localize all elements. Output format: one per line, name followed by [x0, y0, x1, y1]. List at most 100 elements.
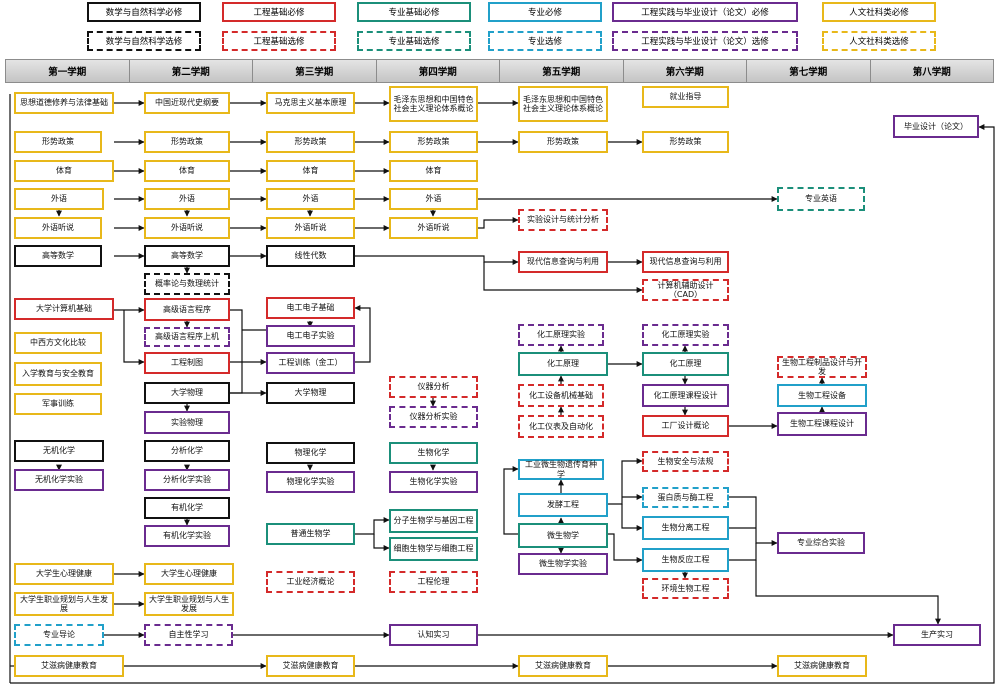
legend-humanities-elective: 人文社科类选修 [822, 31, 936, 51]
course-xingshi-6: 形势政策 [642, 131, 729, 153]
legend-math-elective: 数学与自然科学选修 [87, 31, 201, 51]
course-zhiye-1: 大学生职业规划与人生发展 [14, 592, 114, 616]
course-xianxing: 线性代数 [266, 245, 355, 267]
course-gaoshu-2: 高等数学 [144, 245, 230, 267]
course-huagong-yuanli-6: 化工原理 [642, 352, 729, 376]
course-xinli-2: 大学生心理健康 [144, 563, 234, 585]
course-shengwu-shebei: 生物工程设备 [777, 384, 867, 407]
course-weishengwu: 微生物学 [518, 523, 608, 548]
legend-math-required: 数学与自然科学必修 [87, 2, 201, 22]
course-shiyan-sheji: 实验设计与统计分析 [518, 209, 608, 231]
course-jindaishi: 中国近现代史纲要 [144, 92, 230, 114]
semester-3: 第三学期 [252, 59, 377, 83]
course-zizhu-xuexi: 自主性学习 [144, 624, 233, 646]
course-aizi-7: 艾滋病健康教育 [777, 655, 867, 677]
course-xiandai-xinxi-6: 现代信息查询与利用 [642, 251, 729, 273]
course-fenzi-shengwu: 分子生物学与基因工程 [389, 509, 478, 533]
course-gongcheng-lunli: 工程伦理 [389, 571, 478, 593]
course-yiqi-fenxi-shiyan: 仪器分析实验 [389, 406, 478, 428]
legend-major-basic-elective: 专业基础选修 [357, 31, 471, 51]
course-ruxue-jiaoyu: 入学教育与安全教育 [14, 362, 102, 386]
course-aizi-5: 艾滋病健康教育 [518, 655, 608, 677]
course-tiyu-1: 体育 [14, 160, 114, 182]
semester-header: 第一学期 第二学期 第三学期 第四学期 第五学期 第六学期 第七学期 第八学期 [5, 59, 994, 83]
legend-major-required: 专业必修 [488, 2, 602, 22]
course-gongcheng-xunlian: 工程训练（金工） [266, 352, 355, 374]
course-zhiye-2: 大学生职业规划与人生发展 [144, 592, 234, 616]
course-daxue-wuli-2: 大学物理 [144, 382, 230, 404]
course-fenli: 生物分离工程 [642, 516, 729, 540]
course-fenxi-shiyan: 分析化学实验 [144, 469, 230, 491]
course-xingshi-4: 形势政策 [389, 131, 478, 153]
course-jisuanji-fuzhu: 计算机辅助设计（CAD） [642, 279, 729, 301]
course-sixiang-daode: 思想道德修养与法律基础 [14, 92, 114, 114]
course-daxue-jisuanji: 大学计算机基础 [14, 298, 114, 320]
course-xinli-1: 大学生心理健康 [14, 563, 114, 585]
course-wuji-shiyan: 无机化学实验 [14, 469, 104, 491]
course-wuji: 无机化学 [14, 440, 104, 462]
semester-2: 第二学期 [128, 59, 253, 83]
course-jiuye: 就业指导 [642, 86, 729, 108]
course-diangong: 电工电子基础 [266, 297, 355, 319]
course-gaoji-yuyan-shangji: 高级语言程序上机 [144, 327, 230, 347]
course-tiyu-2: 体育 [144, 160, 230, 182]
course-waiyu-3: 外语 [266, 188, 355, 210]
course-shenghua-shiyan: 生物化学实验 [389, 471, 478, 493]
course-tingshuo-2: 外语听说 [144, 217, 230, 239]
course-zhuanye-zonghe: 专业综合实验 [777, 532, 865, 554]
course-shengwu-kecheng: 生物工程课程设计 [777, 412, 867, 436]
course-renzhi-shixi: 认知实习 [389, 624, 478, 646]
course-aizi-3: 艾滋病健康教育 [266, 655, 355, 677]
semester-8: 第八学期 [869, 59, 994, 83]
course-huagong-yuanli-shiyan-6: 化工原理实验 [642, 324, 729, 346]
course-gaoshu-1: 高等数学 [14, 245, 102, 267]
course-fenxi: 分析化学 [144, 440, 230, 462]
course-fanying: 生物反应工程 [642, 548, 729, 572]
course-gongcheng-zhitu: 工程制图 [144, 352, 230, 374]
course-xingshi-2: 形势政策 [144, 131, 230, 153]
course-maozedong-5: 毛泽东思想和中国特色社会主义理论体系概论 [518, 86, 608, 122]
course-fajiao: 发酵工程 [518, 493, 608, 517]
course-waiyu-2: 外语 [144, 188, 230, 210]
course-huagong-yuanli-kecheng: 化工原理课程设计 [642, 384, 729, 407]
course-gaoji-yuyan: 高级语言程序 [144, 298, 230, 321]
course-waiyu-1: 外语 [14, 188, 104, 210]
legend-major-basic-required: 专业基础必修 [357, 2, 471, 22]
course-youji: 有机化学 [144, 497, 230, 519]
course-wuli-huaxue-shiyan: 物理化学实验 [266, 471, 355, 493]
course-tingshuo-4: 外语听说 [389, 217, 478, 239]
course-junshi: 军事训练 [14, 393, 102, 415]
course-tingshuo-3: 外语听说 [266, 217, 355, 239]
legend-practice-required: 工程实践与毕业设计（论文）必修 [612, 2, 798, 22]
course-shengchan-shixi: 生产实习 [893, 624, 981, 646]
course-shengwu-anquan: 生物安全与法规 [642, 451, 729, 472]
course-xiandai-xinxi-5: 现代信息查询与利用 [518, 251, 608, 273]
course-tiyu-4: 体育 [389, 160, 478, 182]
course-gongye-yichuan: 工业微生物遗传育种学 [518, 459, 604, 480]
course-wuli-huaxue: 物理化学 [266, 442, 355, 464]
course-daxue-wuli-3: 大学物理 [266, 382, 355, 404]
legend-humanities-required: 人文社科类必修 [822, 2, 936, 22]
semester-4: 第四学期 [375, 59, 500, 83]
course-weishengwu-shiyan: 微生物学实验 [518, 553, 608, 575]
course-aizi-1: 艾滋病健康教育 [14, 655, 124, 677]
course-zhuanye-yingyu: 专业英语 [777, 187, 865, 211]
course-maozedong-4: 毛泽东思想和中国特色社会主义理论体系概论 [389, 86, 478, 122]
course-huanjing: 环境生物工程 [642, 578, 729, 599]
course-shenghua: 生物化学 [389, 442, 478, 464]
course-waiyu-4: 外语 [389, 188, 478, 210]
course-xibao-shengwu: 细胞生物学与细胞工程 [389, 537, 478, 561]
course-zhongxi-wenhua: 中西方文化比较 [14, 332, 102, 354]
course-gailvlun: 概率论与数理统计 [144, 273, 230, 295]
legend-eng-basic-required: 工程基础必修 [222, 2, 336, 22]
course-diangong-shiyan: 电工电子实验 [266, 325, 355, 347]
legend-major-elective: 专业选修 [488, 31, 602, 51]
course-shengwu-zhipin: 生物工程制品设计与开发 [777, 356, 867, 378]
course-makesi: 马克思主义基本原理 [266, 92, 355, 114]
course-tingshuo-1: 外语听说 [14, 217, 102, 239]
course-tiyu-3: 体育 [266, 160, 355, 182]
course-youji-shiyan: 有机化学实验 [144, 525, 230, 547]
course-shiyan-wuli: 实验物理 [144, 411, 230, 434]
course-xingshi-3: 形势政策 [266, 131, 355, 153]
